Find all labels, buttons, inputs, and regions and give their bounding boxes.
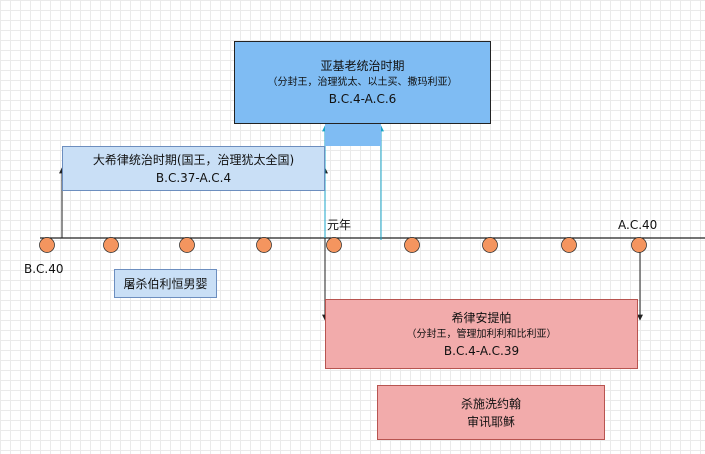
timeline-marker — [179, 237, 195, 253]
timeline-label-zero: 元年 — [327, 218, 352, 232]
john-jesus-event-box[interactable]: 杀施洗约翰 审讯耶稣 — [377, 385, 605, 440]
timeline-label-start: B.C.40 — [24, 262, 64, 276]
timeline-marker — [39, 237, 55, 253]
archelaus-period-box[interactable]: 亚基老统治时期 （分封王，治理犹太、以土买、撒玛利亚） B.C.4-A.C.6 — [234, 41, 491, 124]
massacre-event-box[interactable]: 屠杀伯利恒男婴 — [114, 269, 217, 298]
archelaus-subtitle: （分封王，治理犹太、以土买、撒玛利亚） — [267, 77, 458, 88]
timeline-marker — [103, 237, 119, 253]
timeline-marker — [326, 237, 342, 253]
john-jesus-line1: 杀施洗约翰 — [460, 396, 521, 411]
timeline-marker — [561, 237, 577, 253]
herod-great-dates: B.C.37-A.C.4 — [155, 170, 232, 185]
archelaus-dates: B.C.4-A.C.6 — [328, 92, 397, 106]
antipas-subtitle: （分封王，管理加利利和比利亚） — [406, 328, 557, 340]
timeline-marker — [631, 237, 647, 253]
herod-great-period-box[interactable]: 大希律统治时期(国王，治理犹太全国) B.C.37-A.C.4 — [62, 146, 325, 191]
herod-great-title: 大希律统治时期(国王，治理犹太全国) — [92, 152, 295, 167]
timeline-marker — [256, 237, 272, 253]
archelaus-title: 亚基老统治时期 — [320, 59, 405, 73]
timeline-label-end: A.C.40 — [618, 218, 658, 232]
john-jesus-line2: 审讯耶稣 — [466, 414, 515, 429]
timeline-marker — [482, 237, 498, 253]
antipas-dates: B.C.4-A.C.39 — [443, 343, 520, 358]
antipas-title: 希律安提帕 — [451, 310, 512, 325]
timeline-marker — [404, 237, 420, 253]
massacre-title: 屠杀伯利恒男婴 — [123, 276, 208, 291]
archelaus-stub — [325, 124, 381, 146]
antipas-period-box[interactable]: 希律安提帕 （分封王，管理加利利和比利亚） B.C.4-A.C.39 — [325, 299, 638, 369]
